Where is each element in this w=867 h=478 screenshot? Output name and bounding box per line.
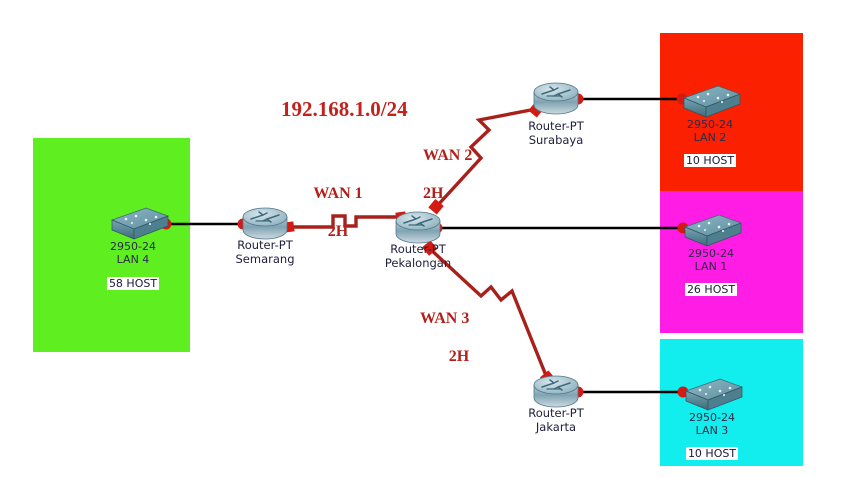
link-dot bbox=[572, 93, 584, 105]
switch-model-label: 2950-24 bbox=[689, 411, 735, 424]
router-name-label: Jakarta bbox=[535, 420, 577, 434]
router-pt-icon bbox=[242, 207, 288, 240]
router-model-label: Router-PT bbox=[528, 119, 584, 133]
router-node-pekalongan[interactable]: Router-PT Pekalongan bbox=[363, 242, 473, 270]
router-name-label: Surabaya bbox=[528, 133, 584, 147]
switch-node-lan2[interactable]: 2950-24 LAN 2 10 HOST bbox=[655, 118, 765, 169]
switch-node-lan1[interactable]: 2950-24 LAN 1 26 HOST bbox=[656, 247, 766, 298]
host-count-badge: 10 HOST bbox=[685, 447, 739, 460]
switch-node-lan4[interactable]: 2950-24 LAN 4 58 HOST bbox=[78, 240, 188, 292]
router-pt-icon bbox=[533, 375, 579, 408]
lan-zone-lan4 bbox=[33, 138, 190, 352]
router-name-label: Semarang bbox=[235, 252, 295, 266]
link-dot bbox=[237, 218, 249, 230]
wan-label-wan2: WAN 2 2H bbox=[423, 127, 495, 222]
router-model-label: Router-PT bbox=[528, 406, 584, 420]
router-name-label: Pekalongan bbox=[384, 256, 452, 270]
router-node-surabaya[interactable]: Router-PT Surabaya bbox=[501, 119, 611, 147]
switch-name-label: LAN 3 bbox=[695, 424, 729, 437]
router-model-label: Router-PT bbox=[237, 238, 293, 252]
switch-name-label: LAN 1 bbox=[694, 260, 728, 273]
host-count-badge: 26 HOST bbox=[684, 283, 738, 296]
wan2-hosts: 2H bbox=[423, 185, 444, 202]
switch-name-label: LAN 2 bbox=[693, 131, 727, 144]
wan1-name: WAN 1 bbox=[313, 185, 363, 202]
switch-model-label: 2950-24 bbox=[110, 240, 156, 253]
router-model-label: Router-PT bbox=[390, 242, 446, 256]
switch-node-lan3[interactable]: 2950-24 LAN 3 10 HOST bbox=[657, 411, 767, 462]
wan3-hosts: 2H bbox=[448, 348, 470, 365]
link-dot bbox=[431, 222, 443, 234]
router-node-semarang[interactable]: Router-PT Semarang bbox=[210, 238, 320, 266]
wan2-name: WAN 2 bbox=[423, 147, 473, 164]
wan-label-wan1: WAN 1 2H bbox=[283, 165, 393, 260]
switch-model-label: 2950-24 bbox=[688, 247, 734, 260]
host-count-badge: 10 HOST bbox=[683, 154, 737, 167]
wan-label-wan3: WAN 3 2H bbox=[420, 290, 498, 385]
router-node-jakarta[interactable]: Router-PT Jakarta bbox=[501, 406, 611, 434]
host-count-badge: 58 HOST bbox=[106, 277, 160, 290]
network-address-label: 192.168.1.0/24 bbox=[281, 97, 408, 121]
switch-name-label: LAN 4 bbox=[116, 253, 150, 266]
wan3-name: WAN 3 bbox=[420, 310, 470, 327]
link-dot bbox=[572, 386, 584, 398]
router-pt-icon bbox=[533, 82, 579, 115]
wan1-hosts: 2H bbox=[327, 223, 349, 240]
switch-model-label: 2950-24 bbox=[687, 118, 733, 131]
